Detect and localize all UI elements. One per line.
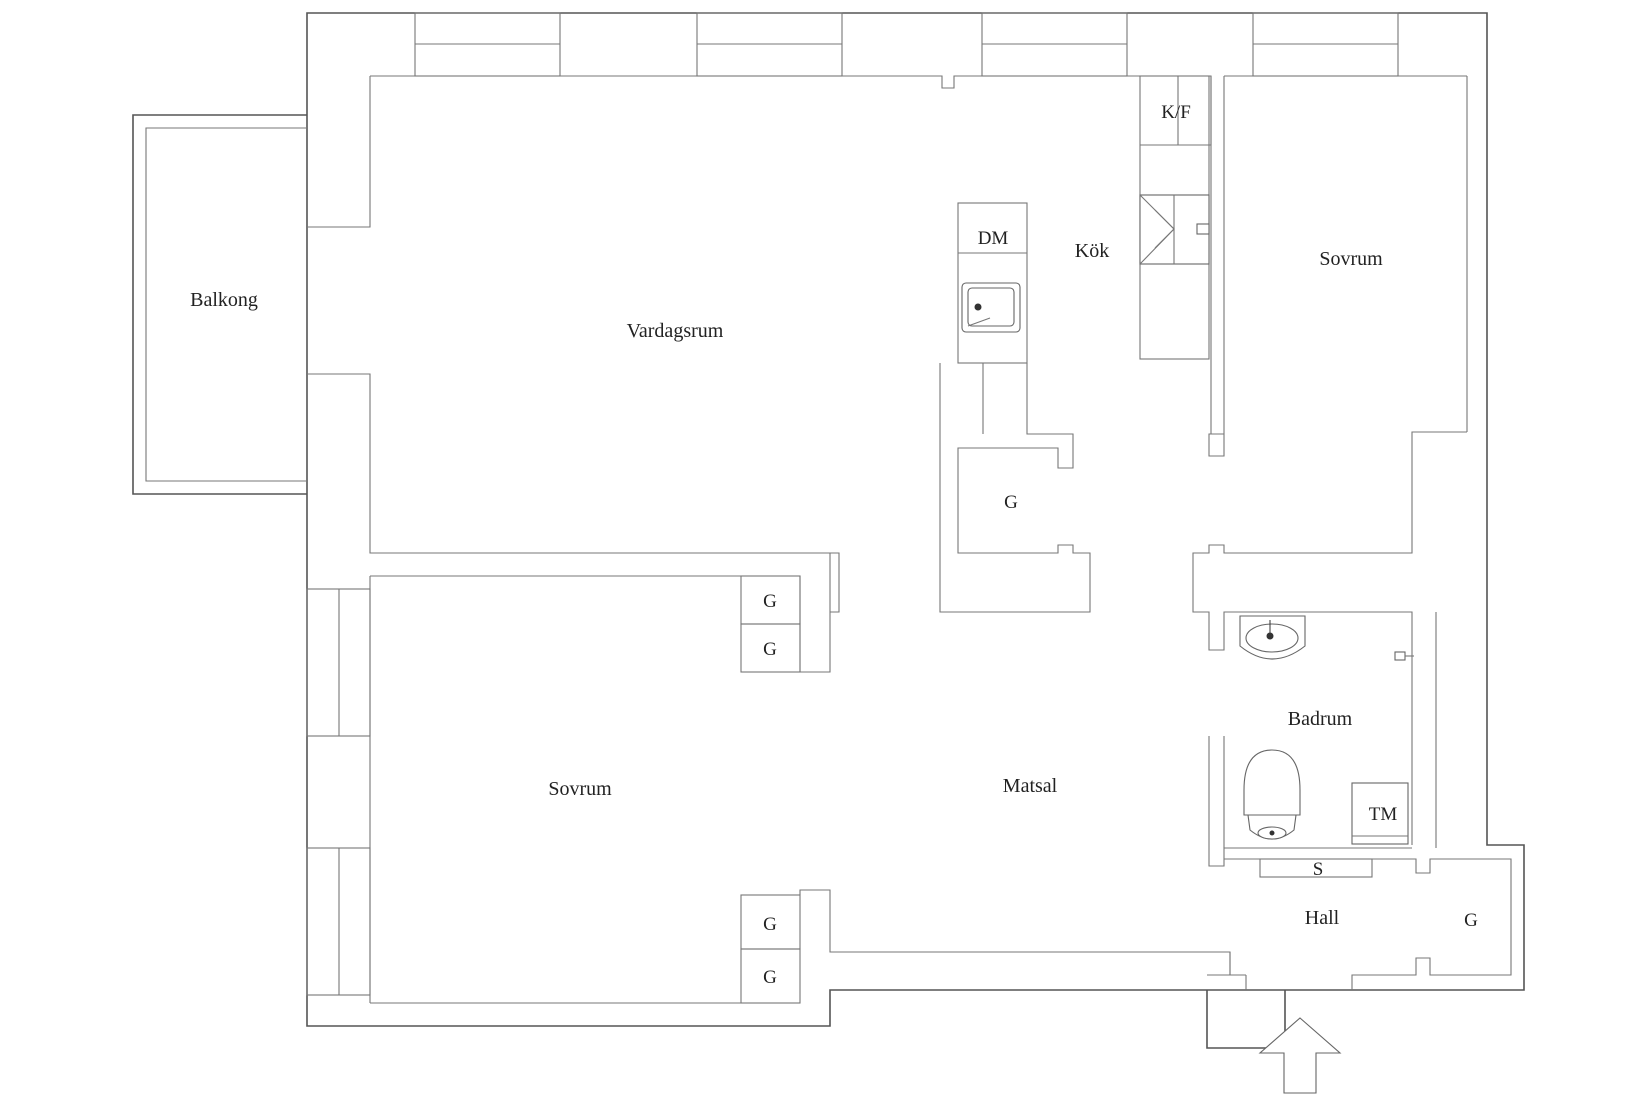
bathroom bbox=[1208, 615, 1414, 867]
room-label-sovrum-west: Sovrum bbox=[548, 778, 612, 800]
bedroom-west-wall bbox=[370, 553, 831, 673]
wardrobes-lower bbox=[740, 889, 1231, 1004]
living-room-wall-left bbox=[307, 76, 371, 228]
room-label-matsal: Matsal bbox=[1003, 775, 1058, 797]
room-label-badrum: Badrum bbox=[1288, 708, 1353, 730]
kitchen-counter-right bbox=[1139, 75, 1210, 360]
bedroom-north-wall bbox=[1208, 76, 1225, 457]
washing-machine bbox=[1351, 782, 1409, 845]
washbasin-icon bbox=[1239, 615, 1306, 660]
wardrobe-label-3: G bbox=[763, 914, 777, 935]
kitchen-wall bbox=[939, 363, 1091, 613]
inner-wall-top bbox=[370, 75, 1212, 146]
balcony bbox=[132, 114, 307, 495]
outer-wall bbox=[306, 12, 1525, 1049]
closet-label-hall: G bbox=[1464, 910, 1478, 931]
wardrobes-upper bbox=[740, 575, 801, 673]
arrow-up-icon bbox=[1258, 1017, 1342, 1094]
toilet-icon bbox=[1243, 749, 1301, 840]
fixture-label-tm: TM bbox=[1369, 804, 1398, 825]
room-label-hall: Hall bbox=[1305, 907, 1340, 929]
fixture-label-s: S bbox=[1313, 859, 1324, 880]
room-label-vardagsrum: Vardagsrum bbox=[627, 320, 724, 342]
wardrobe-label-2: G bbox=[763, 639, 777, 660]
closet-label-kitchen: G bbox=[1004, 492, 1018, 513]
living-room-wall-left-lower bbox=[307, 373, 840, 613]
windows-west bbox=[306, 588, 371, 996]
wardrobe-label-1: G bbox=[763, 591, 777, 612]
kitchen-counter bbox=[957, 202, 1028, 364]
hall bbox=[1224, 858, 1512, 990]
room-label-balkong: Balkong bbox=[190, 289, 258, 311]
fixture-label-kf: K/F bbox=[1161, 102, 1191, 123]
room-label-sovrum-north: Sovrum bbox=[1319, 248, 1383, 270]
towel-hook-icon bbox=[1394, 651, 1414, 661]
fixture-label-dm: DM bbox=[978, 228, 1009, 249]
wardrobe-label-4: G bbox=[763, 967, 777, 988]
windows-top bbox=[414, 12, 1399, 77]
room-label-kok: Kök bbox=[1075, 240, 1109, 262]
